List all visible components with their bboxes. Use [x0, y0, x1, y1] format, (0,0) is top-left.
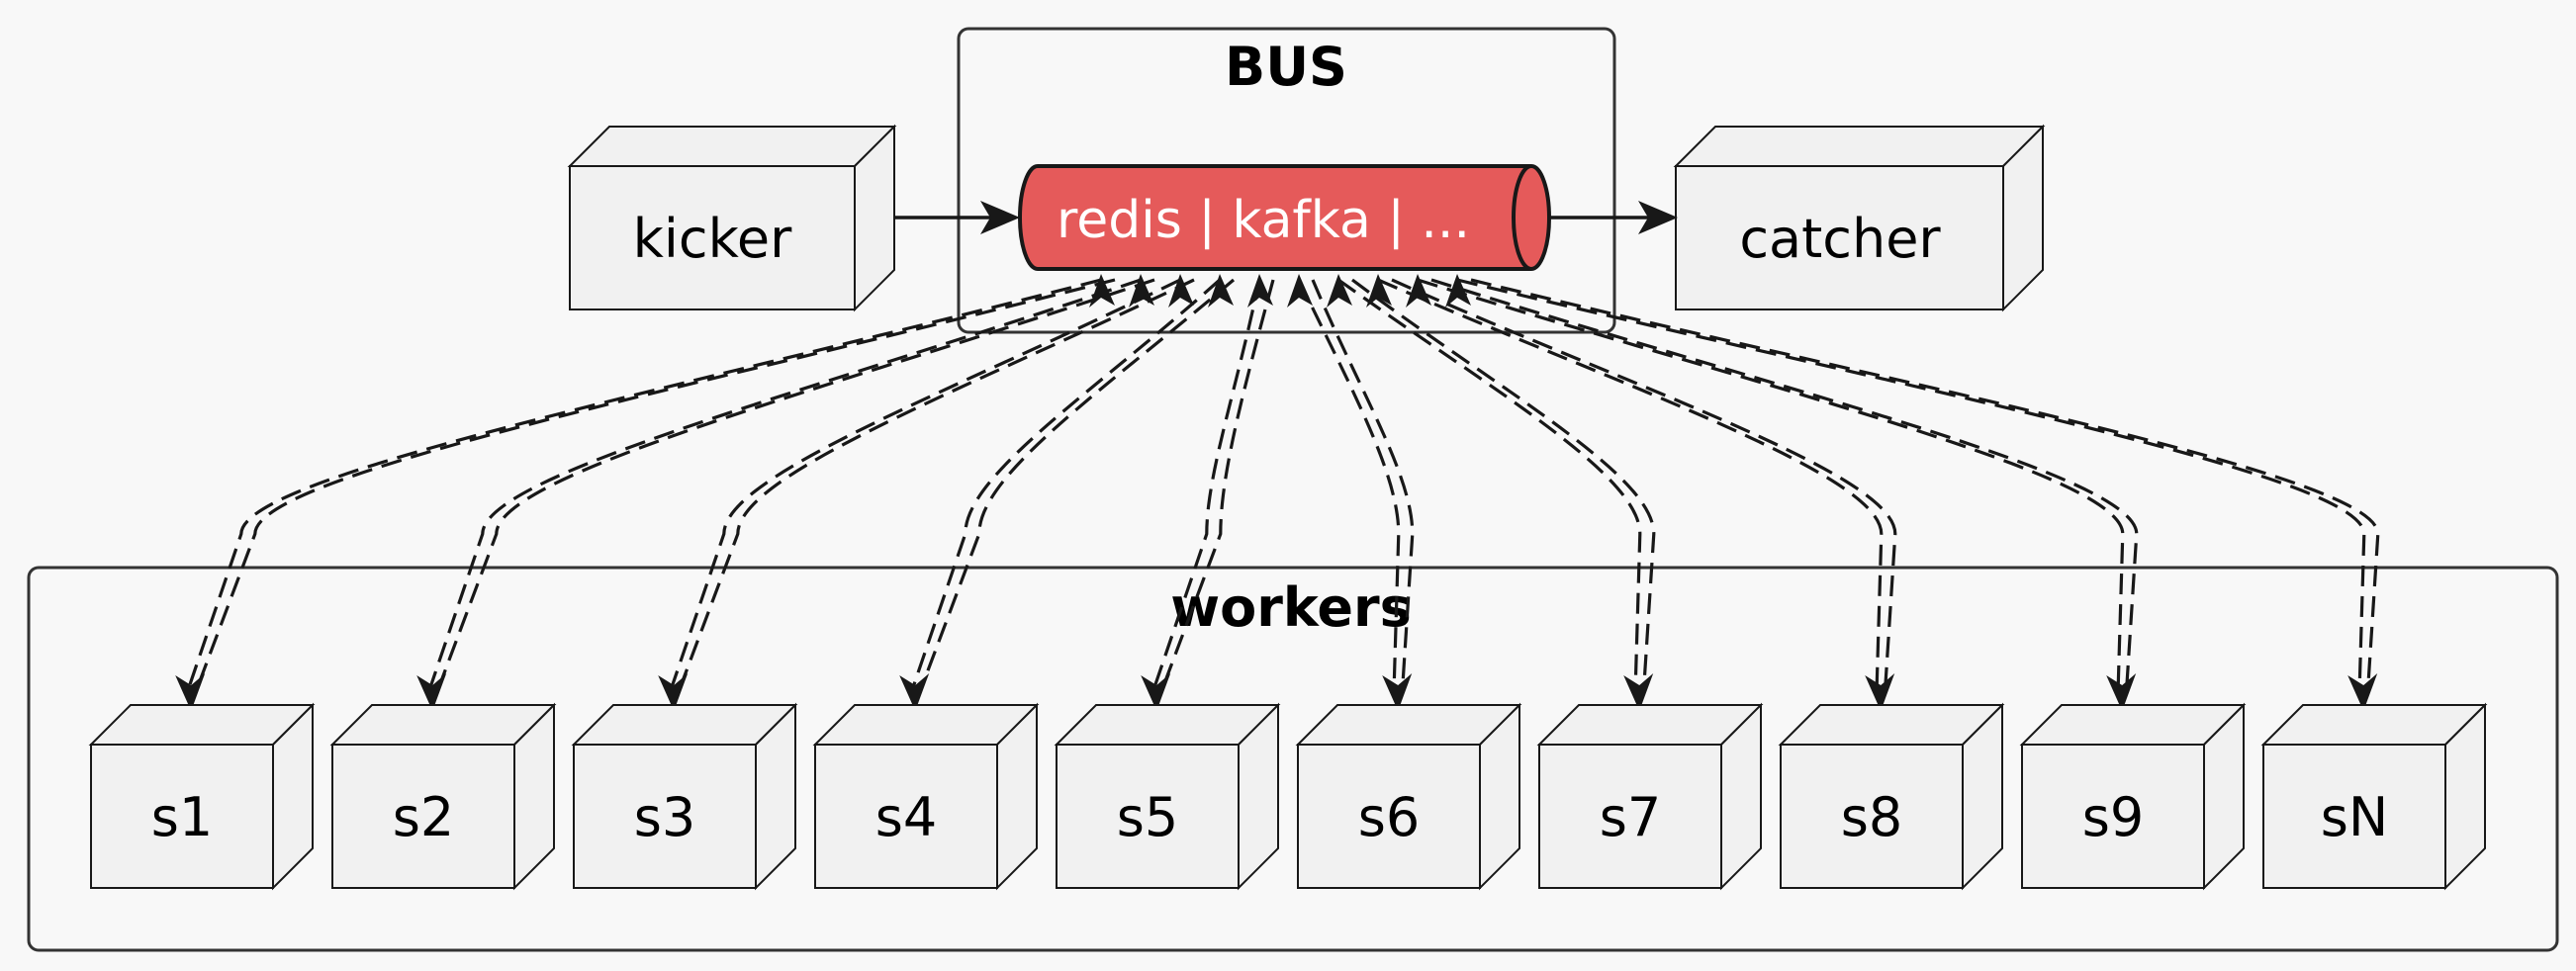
worker-arrowhead-s1 [175, 673, 206, 711]
worker-node-front [573, 744, 757, 889]
catcher-node: catcher [1673, 124, 2046, 312]
worker-node-front [2262, 744, 2446, 889]
worker-node-s1: s1 [88, 702, 316, 891]
worker-node-front [90, 744, 274, 889]
worker-arrowhead-s2 [416, 673, 447, 711]
worker-edge-s6-up [1297, 279, 1401, 694]
queue-arrowhead-s7 [1327, 274, 1352, 308]
queue-arrowhead-s3 [1168, 274, 1194, 308]
queue-node: redis | kafka | ... [1018, 164, 1551, 271]
worker-node-s5: s5 [1054, 702, 1281, 891]
worker-edge-s3-down [676, 278, 1195, 694]
catcher-node-label: catcher [1739, 208, 1941, 270]
queue-to-catcher-arrowhead [1638, 201, 1678, 234]
queue-arrowhead-sN [1445, 274, 1471, 308]
worker-node-s9: s9 [2019, 702, 2247, 891]
worker-arrowhead-s8 [1865, 673, 1895, 711]
worker-edge-s2-up [426, 278, 1142, 694]
worker-node-label: s5 [1117, 786, 1179, 848]
catcher-node-top [1673, 126, 2046, 167]
kicker-to-queue-arrowhead [980, 201, 1020, 234]
worker-node-label: s3 [634, 786, 696, 848]
worker-arrowhead-s3 [658, 673, 689, 711]
queue-arrowhead-s2 [1129, 274, 1154, 308]
worker-edge-s5-down [1158, 279, 1275, 694]
queue-arrowhead-s9 [1406, 274, 1431, 308]
worker-arrowhead-sN [2347, 673, 2378, 711]
worker-node-front [1297, 744, 1481, 889]
worker-edge-s7-down [1351, 278, 1656, 694]
kicker-to-queue-edge [894, 201, 1020, 234]
worker-arrowhead-s6 [1382, 673, 1413, 711]
kicker-node-top [567, 126, 897, 167]
worker-arrowhead-s9 [2106, 673, 2137, 711]
worker-node-label: sN [2321, 786, 2389, 848]
worker-node-s3: s3 [571, 702, 798, 891]
queue-label: redis | kafka | ... [1057, 191, 1470, 250]
worker-edge-sN-up [1456, 278, 2366, 694]
queue-cylinder-rim [1512, 164, 1532, 271]
queue-to-catcher-edge [1549, 201, 1678, 234]
worker-edge-s7-up [1337, 278, 1642, 694]
queue-arrowhead-s8 [1366, 274, 1392, 308]
worker-node-front [2021, 744, 2205, 889]
worker-node-front [1056, 744, 1240, 889]
worker-edge-s9-down [1430, 278, 2139, 694]
worker-node-front [331, 744, 515, 889]
queue-arrowhead-s4 [1208, 274, 1234, 308]
worker-node-sN: sN [2260, 702, 2488, 891]
worker-node-label: s7 [1600, 786, 1662, 848]
bus-cluster-title: BUS [1225, 36, 1347, 98]
worker-node-front [814, 744, 998, 889]
worker-node-front [1538, 744, 1722, 889]
kicker-node-label: kicker [633, 208, 793, 270]
worker-edge-s9-up [1417, 278, 2125, 694]
queue-arrowhead-s5 [1247, 274, 1273, 308]
worker-node-label: s1 [151, 786, 214, 848]
catcher-node-front [1675, 165, 2004, 310]
worker-edge-s6-down [1311, 279, 1415, 694]
queue-arrowhead-s6 [1287, 274, 1313, 308]
worker-edge-s4-up [909, 278, 1222, 694]
worker-edge-s5-up [1150, 279, 1261, 694]
worker-node-s6: s6 [1295, 702, 1522, 891]
worker-node-s7: s7 [1536, 702, 1764, 891]
worker-edge-s1-up [185, 278, 1102, 694]
kicker-node: kicker [567, 124, 897, 312]
worker-arrowhead-s7 [1623, 673, 1654, 711]
worker-node-label: s9 [2082, 786, 2145, 848]
worker-node-label: s4 [875, 786, 938, 848]
worker-edge-s2-down [434, 278, 1155, 694]
worker-arrowhead-s5 [1141, 673, 1171, 711]
worker-node-label: s2 [393, 786, 455, 848]
worker-nodes: s1 s2 s3 s4 s5 s6 s7 s8 s9 sN [88, 702, 2488, 891]
kicker-node-front [569, 165, 856, 310]
workers-cluster-title: workers [1170, 576, 1411, 639]
worker-edge-s3-up [668, 278, 1181, 694]
worker-node-label: s6 [1358, 786, 1421, 848]
worker-node-s4: s4 [812, 702, 1040, 891]
worker-node-label: s8 [1841, 786, 1903, 848]
worker-edge-s8-down [1391, 278, 1897, 694]
worker-arrowhead-s4 [899, 673, 930, 711]
worker-node-s2: s2 [329, 702, 557, 891]
worker-edge-s4-down [917, 278, 1236, 694]
worker-edges [175, 274, 2380, 711]
worker-node-s8: s8 [1778, 702, 2005, 891]
worker-edge-sN-down [1470, 278, 2380, 694]
worker-node-front [1780, 744, 1964, 889]
worker-edge-s1-down [193, 278, 1116, 694]
